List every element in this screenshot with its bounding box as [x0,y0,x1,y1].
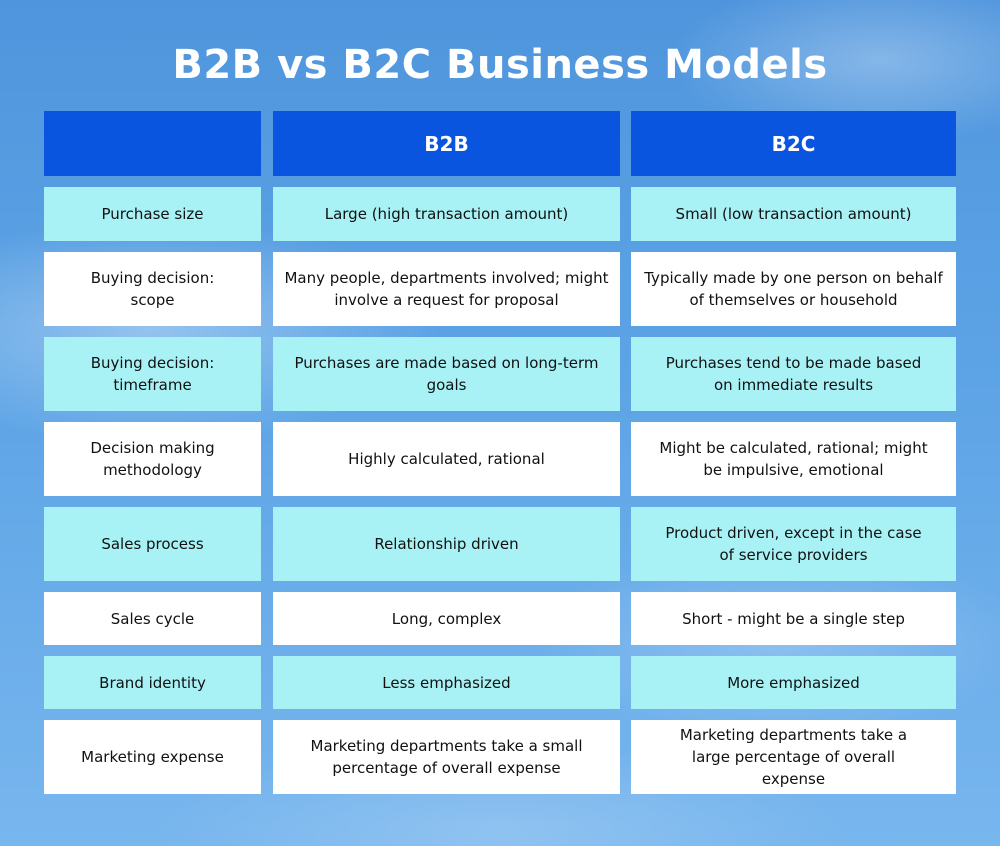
table-header-empty [44,111,261,176]
b2b-cell: Less emphasized [273,656,620,709]
table-header-b2b: B2B [273,111,620,176]
b2c-cell: Small (low transaction amount) [631,187,956,241]
row-label: Marketing expense [44,720,261,794]
b2b-cell: Many people, departments involved; might… [273,252,620,326]
row-label: Purchase size [44,187,261,241]
b2c-cell: Short - might be a single step [631,592,956,645]
b2b-cell: Marketing departments take a small perce… [273,720,620,794]
b2c-cell: Typically made by one person on behalf o… [631,252,956,326]
row-label: Sales process [44,507,261,581]
row-label: Sales cycle [44,592,261,645]
b2b-cell: Relationship driven [273,507,620,581]
b2b-cell: Long, complex [273,592,620,645]
row-label: Buying decision: scope [44,252,261,326]
page-title: B2B vs B2C Business Models [172,42,828,88]
b2c-cell: Purchases tend to be made based on immed… [631,337,956,411]
b2c-cell: Marketing departments take a large perce… [631,720,956,794]
row-label: Buying decision: timeframe [44,337,261,411]
b2b-cell: Large (high transaction amount) [273,187,620,241]
b2c-cell: More emphasized [631,656,956,709]
b2c-cell: Might be calculated, rational; might be … [631,422,956,496]
row-label: Brand identity [44,656,261,709]
row-label: Decision making methodology [44,422,261,496]
b2b-cell: Purchases are made based on long-term go… [273,337,620,411]
b2c-cell: Product driven, except in the case of se… [631,507,956,581]
b2b-cell: Highly calculated, rational [273,422,620,496]
table-header-b2c: B2C [631,111,956,176]
